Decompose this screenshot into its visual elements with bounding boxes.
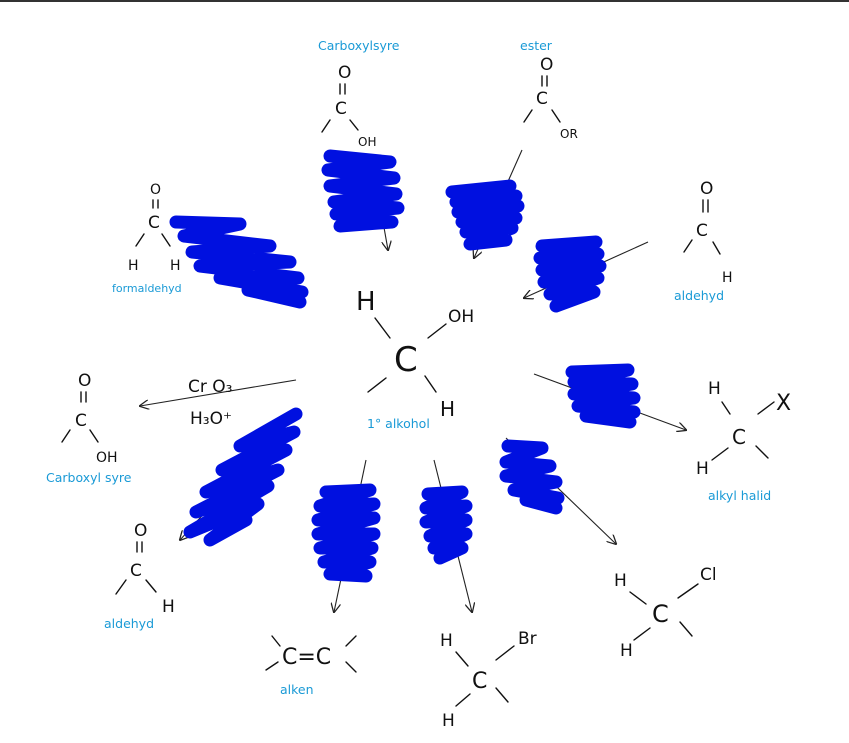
product-aldehyde-left: O C H aldehyd <box>104 521 175 631</box>
atom-o: O <box>700 179 713 199</box>
product-alkyl-chloride: H Cl C H <box>614 565 717 661</box>
atom-h: H <box>722 270 733 286</box>
product-alkyl-bromide: H Br C H <box>440 629 537 731</box>
atom-o: O <box>78 371 91 391</box>
atom-cl: Cl <box>700 565 717 585</box>
product-label: alkyl halid <box>708 488 771 503</box>
atom-c: C <box>335 99 347 119</box>
scribble <box>183 407 303 547</box>
atom-c: C <box>130 561 142 581</box>
atom-h: H <box>162 597 175 617</box>
product-label: Carboxylsyre <box>318 38 400 53</box>
atom-or: OR <box>560 127 578 141</box>
bond <box>427 323 447 339</box>
center-c: C <box>394 340 418 380</box>
product-label: alken <box>280 682 314 697</box>
product-label: aldehyd <box>104 616 154 631</box>
product-ester: ester O C OR <box>520 38 578 141</box>
product-label: formaldehyd <box>112 282 182 295</box>
product-formaldehyde: O C H H formaldehyd <box>112 182 182 295</box>
product-carboxylic-acid-left: O C OH Carboxyl syre <box>46 371 132 485</box>
product-alkyl-halide: H X C H alkyl halid <box>696 379 791 503</box>
atom-h: H <box>696 459 709 479</box>
bond <box>424 375 437 393</box>
atom-o: O <box>134 521 147 541</box>
product-aldehyde-right: O C H aldehyd <box>674 179 733 303</box>
atom-h: H <box>440 631 453 651</box>
scribble <box>321 149 405 233</box>
atom-c: C <box>732 425 746 449</box>
center-label: 1° alkohol <box>367 416 430 431</box>
atom-x: X <box>776 391 791 416</box>
scribble <box>419 485 473 565</box>
center-alcohol: H OH C H 1° alkohol <box>356 287 474 431</box>
product-carboxylic-acid-top: Carboxylsyre O C OH <box>318 38 400 149</box>
atom-oh: OH <box>358 135 376 149</box>
atom-h: H <box>708 379 721 399</box>
atom-c: C <box>472 669 487 694</box>
center-h-bottom: H <box>440 397 455 421</box>
alkene-formula: C=C <box>282 645 331 670</box>
atom-br: Br <box>518 629 537 649</box>
center-h-top: H <box>356 287 376 317</box>
scribble <box>533 235 607 313</box>
atom-o: O <box>540 55 553 75</box>
product-alkene: C=C alken <box>265 635 357 697</box>
atom-c: C <box>536 89 548 109</box>
atom-oh: OH <box>96 450 118 466</box>
reagent-bottom: H₃O⁺ <box>190 409 232 429</box>
atom-h: H <box>128 258 139 274</box>
scribble <box>445 179 525 251</box>
bond <box>374 317 391 339</box>
reagent: Cr O₃ H₃O⁺ <box>188 377 232 429</box>
atom-h: H <box>442 711 455 731</box>
product-label: ester <box>520 38 553 53</box>
redaction-scribbles <box>169 149 641 583</box>
scribble <box>499 439 565 515</box>
product-label: aldehyd <box>674 288 724 303</box>
scribble <box>311 483 381 583</box>
atom-c: C <box>148 213 160 233</box>
atom-c: C <box>75 411 87 431</box>
scribble <box>169 215 309 309</box>
product-label: Carboxyl syre <box>46 470 132 485</box>
atom-h: H <box>614 571 627 591</box>
atom-h: H <box>620 641 633 661</box>
reagent-top: Cr O₃ <box>188 377 232 397</box>
atom-o: O <box>338 63 351 83</box>
atom-h: H <box>170 258 181 274</box>
atom-c: C <box>696 221 708 241</box>
arrow <box>140 379 297 406</box>
center-oh: OH <box>448 307 474 327</box>
bond <box>367 377 387 393</box>
scribble <box>565 363 641 429</box>
atom-c: C <box>652 600 669 628</box>
atom-o: O <box>150 182 161 198</box>
